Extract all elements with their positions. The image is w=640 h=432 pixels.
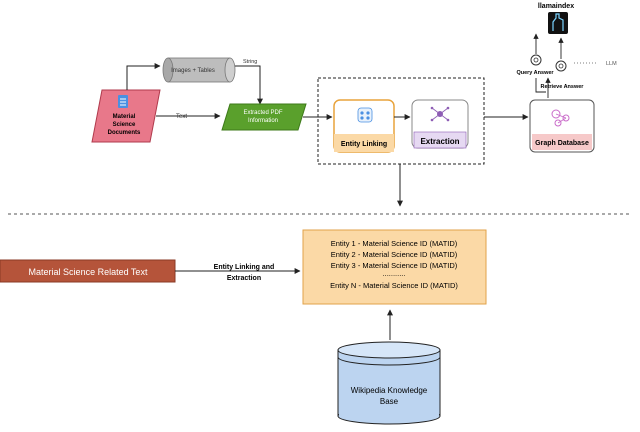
extracted-label-2: Information bbox=[248, 118, 278, 124]
network-icon bbox=[357, 107, 373, 123]
llamaindex-node: llamaindex bbox=[538, 3, 574, 34]
llm-icon-2 bbox=[555, 60, 567, 72]
docs-to-images-arrow bbox=[126, 63, 161, 90]
documents-shape bbox=[91, 89, 161, 143]
material-science-documents-node: Material Science Documents bbox=[91, 89, 161, 143]
documents-label-3: Documents bbox=[108, 130, 141, 136]
images-tables-label: Images + Tables bbox=[171, 68, 215, 74]
arrow-label-2: Extraction bbox=[227, 275, 261, 282]
entity-linking-label: Entity Linking bbox=[341, 141, 387, 148]
text-label: Text bbox=[176, 114, 187, 120]
extracted-pdf-node: Extracted PDF Information bbox=[221, 103, 307, 131]
entity-linking-node: Entity Linking bbox=[333, 99, 395, 153]
graph-icon bbox=[551, 109, 570, 127]
graph-database-node: Graph Database bbox=[529, 99, 595, 153]
related-text-node: Material Science Related Text bbox=[0, 259, 176, 283]
related-text-label: Material Science Related Text bbox=[29, 267, 148, 277]
nodes-icon bbox=[430, 106, 450, 122]
query-to-graph-line bbox=[535, 78, 546, 93]
llama-icon bbox=[548, 12, 568, 34]
llm-icon-1 bbox=[530, 54, 542, 66]
llamaindex-label: llamaindex bbox=[538, 3, 574, 10]
graph-database-label: Graph Database bbox=[535, 140, 589, 147]
images-tables-node: Images + Tables bbox=[162, 57, 236, 83]
arrow-label-1: Entity Linking and bbox=[214, 264, 275, 271]
string-label: String bbox=[243, 59, 257, 65]
matid-ellipsis: ........... bbox=[383, 269, 406, 278]
document-icon bbox=[118, 95, 128, 108]
matid-line-2: Entity 2 - Material Science ID (MATID) bbox=[331, 250, 458, 259]
query-answer-label: Query Answer bbox=[516, 70, 554, 76]
extracted-label-1: Extracted PDF bbox=[243, 110, 282, 116]
wikipedia-knowledge-base-node: Wikipedia Knowledge Base bbox=[337, 341, 441, 425]
matid-line-1: Entity 1 - Material Science ID (MATID) bbox=[331, 239, 458, 248]
processing-container bbox=[317, 77, 485, 165]
wiki-label-1: Wikipedia Knowledge bbox=[351, 386, 428, 395]
string-arrow bbox=[235, 65, 263, 105]
retrieve-answer-label: Retrieve Answer bbox=[541, 84, 585, 90]
matid-box: Entity 1 - Material Science ID (MATID) E… bbox=[302, 229, 487, 305]
extraction-label: Extraction bbox=[420, 137, 459, 146]
llm-label: LLM bbox=[606, 61, 617, 67]
wiki-label-2: Base bbox=[380, 397, 399, 406]
matid-line-3: Entity 3 - Material Science ID (MATID) bbox=[331, 261, 458, 270]
extraction-node: Extraction bbox=[411, 99, 469, 149]
documents-label-2: Science bbox=[113, 122, 136, 128]
documents-label-1: Material bbox=[113, 114, 136, 120]
matid-line-n: Entity N - Material Science ID (MATID) bbox=[330, 281, 458, 290]
